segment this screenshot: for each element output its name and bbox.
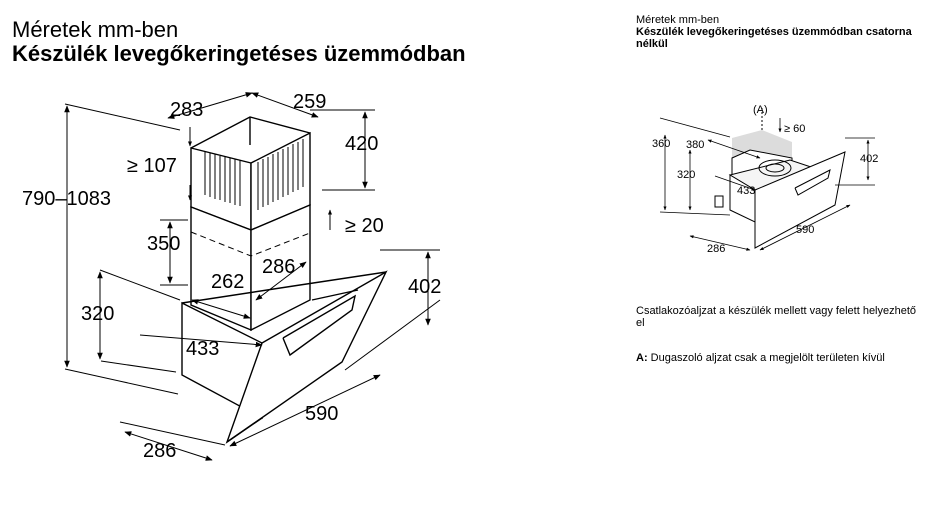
label-262: 262 [211, 271, 244, 293]
small-label-286: 286 [707, 243, 725, 255]
page-subtitle: Készülék levegőkeringetéses üzemmódban [12, 41, 466, 66]
small-label-60: ≥ 60 [784, 123, 805, 135]
side-subtitle: Készülék levegőkeringetéses üzemmódban c… [636, 26, 912, 50]
page-title: Méretek mm-ben [12, 17, 179, 42]
small-label-402: 402 [860, 153, 878, 165]
label-433: 433 [186, 338, 219, 360]
main-dimension-labels: 283 259 420 ≥ 107 790–1083 350 ≥ 20 262 … [22, 91, 441, 462]
a-note: A: Dugaszoló aljzat csak a megjelölt ter… [636, 352, 926, 364]
label-590: 590 [305, 403, 338, 425]
dim-body-w [139, 334, 263, 348]
label-min-20: ≥ 20 [345, 215, 384, 237]
vent-slots [204, 139, 304, 210]
outlet-note: Csatlakozóaljzat a készülék mellett vagy… [636, 305, 917, 329]
label-min-107: ≥ 107 [127, 155, 177, 177]
small-dimension-labels: (A) ≥ 60 360 380 320 433 402 590 286 [652, 104, 878, 255]
label-350: 350 [147, 233, 180, 255]
dim-inner-d [255, 261, 307, 301]
side-title: Méretek mm-ben [636, 14, 720, 26]
a-note-text: Dugaszoló aljzat csak a megjelölt terüle… [650, 352, 885, 364]
label-402: 402 [408, 276, 441, 298]
dim-front-w [229, 374, 381, 447]
small-label-a: (A) [753, 104, 768, 116]
label-790-1083: 790–1083 [22, 188, 111, 210]
small-dimension-lines [659, 117, 875, 251]
small-label-360: 360 [652, 138, 670, 150]
label-286-bottom: 286 [143, 440, 176, 462]
main-dimension-lines [64, 92, 441, 461]
small-outlet-icon [714, 195, 724, 208]
small-label-590: 590 [796, 224, 814, 236]
dim-depth-top [251, 92, 319, 118]
small-label-380: 380 [686, 139, 704, 151]
hood-handle [282, 294, 357, 357]
a-note-label: A: [636, 352, 648, 364]
dim-width-top [167, 92, 253, 119]
label-286-inner: 286 [262, 256, 295, 278]
overlap-line [190, 231, 311, 257]
small-label-320: 320 [677, 169, 695, 181]
dim-inner-w [191, 299, 251, 319]
label-283: 283 [170, 99, 203, 121]
label-420: 420 [345, 133, 378, 155]
small-fan [758, 159, 792, 177]
label-320: 320 [81, 303, 114, 325]
small-label-433: 433 [737, 185, 755, 197]
label-259: 259 [293, 91, 326, 113]
dim-bottom-d [124, 431, 213, 461]
